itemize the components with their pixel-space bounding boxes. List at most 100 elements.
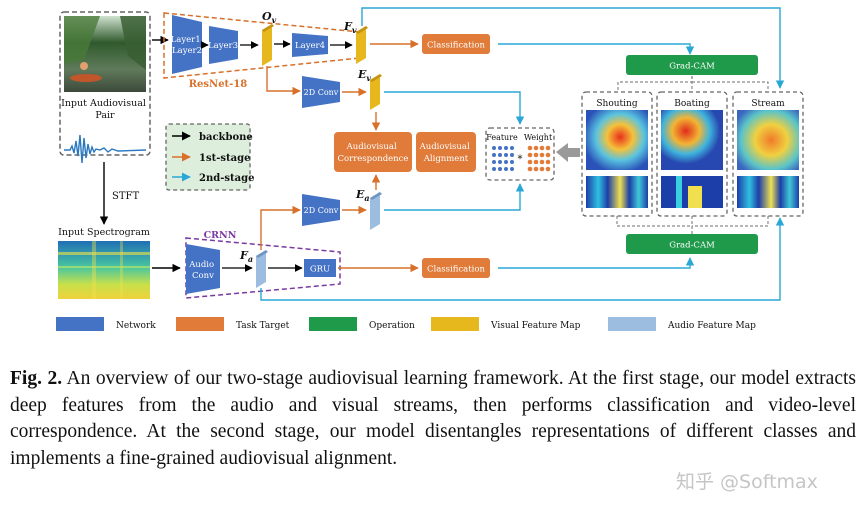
feature-weight-dots: [492, 145, 551, 172]
av-alignment-box: [416, 132, 476, 172]
layer3-block: [209, 26, 238, 64]
feature-dot: [498, 153, 502, 157]
layer1-layer2-block: [172, 15, 202, 74]
legend-backbone: backbone: [199, 132, 253, 143]
input-pair-frame: [59, 11, 151, 156]
feature-label: Feature: [486, 133, 518, 142]
stft-label: STFT: [112, 191, 139, 202]
feature-dot: [492, 160, 496, 164]
cam-class-shouting: Shouting: [596, 99, 637, 109]
av-alignment-label: Audiovisual Alignment: [419, 142, 473, 164]
cam-panel-stream: Stream: [732, 91, 804, 217]
classification-top-label: Classification: [427, 41, 485, 51]
classification-bottom-box: [422, 258, 490, 278]
weight-dot: [545, 152, 551, 158]
gradcam-bottom-box: [626, 234, 758, 254]
feature-dot: [504, 153, 508, 157]
classification-top-box: [422, 34, 490, 54]
framework-figure: Input Audiovisual Pair STFT Input Spectr…: [56, 7, 804, 331]
weight-dot: [533, 145, 539, 151]
gru-block: [304, 259, 336, 277]
caption-text: An overview of our two-stage audiovisual…: [10, 368, 856, 469]
gradcam-top-box: [626, 55, 758, 75]
input-spectrogram-label: Input Spectrogram: [58, 227, 150, 238]
feature-dot: [510, 167, 514, 171]
legend-task-swatch: [176, 317, 224, 331]
weight-dot: [545, 166, 551, 172]
legend-network-swatch: [56, 317, 104, 331]
cam-panel-boating: Boating: [656, 91, 728, 217]
feature-dot: [504, 167, 508, 171]
fv-feature-map: [356, 26, 366, 64]
ev-label: Ev: [357, 68, 371, 83]
av-correspondence-label: Audiovisual Correspondence: [338, 142, 409, 164]
weight-dot: [539, 152, 545, 158]
weight-label: Weight: [524, 133, 553, 142]
legend-network: Network: [116, 321, 156, 331]
fa-label: Fa: [239, 249, 253, 264]
visual-2dconv-block: [302, 76, 340, 108]
feature-weight-frame: [485, 127, 555, 181]
layer3-label: Layer3: [208, 41, 238, 51]
layer1-layer2-label: Layer1 Layer2: [171, 35, 204, 56]
feature-dot: [498, 160, 502, 164]
legend-operation-swatch: [309, 317, 357, 331]
weight-dot: [545, 145, 551, 151]
ov-label: Ov: [262, 10, 277, 25]
fv-label: Fv: [343, 20, 357, 35]
feature-dot: [498, 167, 502, 171]
visual-2dconv-label: 2D Conv: [304, 88, 339, 97]
layer4-label: Layer4: [295, 41, 325, 51]
resnet18-label: ResNet-18: [189, 79, 248, 90]
weight-dot: [527, 166, 533, 172]
legend-task-target: Task Target: [236, 321, 290, 331]
feature-weight-star: *: [518, 154, 523, 165]
caption-label: Fig. 2.: [10, 368, 63, 389]
ea-feature-map: [370, 192, 380, 230]
figure-caption: Fig. 2. An overview of our two-stage aud…: [10, 366, 856, 472]
grad-cam-feed-arrow: [556, 143, 580, 162]
weight-dot: [539, 145, 545, 151]
weight-dot: [533, 152, 539, 158]
legend-audio-feature-map: Audio Feature Map: [667, 321, 756, 331]
weight-dot: [527, 152, 533, 158]
layer4-block: [292, 33, 328, 57]
ov-feature-map: [262, 24, 272, 66]
classification-bottom-label: Classification: [427, 265, 485, 275]
av-correspondence-box: [334, 132, 412, 172]
weight-dot: [527, 145, 533, 151]
legend-visual-feature-map: Visual Feature Map: [490, 321, 581, 331]
weight-dot: [533, 159, 539, 165]
audio-conv-label: Audio Conv: [188, 260, 217, 281]
weight-dot: [539, 166, 545, 172]
feature-dot: [498, 146, 502, 150]
video-frame-image: [64, 16, 146, 92]
feature-dot: [492, 153, 496, 157]
legend-operation: Operation: [369, 321, 415, 331]
fa-feature-map: [256, 250, 266, 288]
cam-class-boating: Boating: [674, 99, 710, 109]
legend-audio-map-swatch: [608, 317, 656, 331]
legend-first-stage: 1st-stage: [199, 153, 250, 164]
weight-dot: [539, 159, 545, 165]
weight-dot: [527, 159, 533, 165]
audio-waveform: [64, 134, 147, 164]
ev-feature-map: [370, 74, 380, 110]
weight-dot: [545, 159, 551, 165]
feature-dot: [510, 146, 514, 150]
audio-2dconv-label: 2D Conv: [304, 206, 339, 215]
resnet18-frame: [163, 12, 361, 79]
input-pair-label: Input Audiovisual Pair: [61, 98, 149, 121]
audio-conv-block: [186, 244, 220, 294]
weight-dot: [533, 166, 539, 172]
feature-dot: [510, 153, 514, 157]
feature-dot: [510, 160, 514, 164]
cam-class-stream: Stream: [751, 99, 785, 109]
legend-visual-map-swatch: [431, 317, 479, 331]
feature-dot: [492, 167, 496, 171]
legend-second-stage: 2nd-stage: [199, 173, 254, 184]
crnn-label: CRNN: [204, 230, 237, 241]
framework-diagram: Input Audiovisual Pair STFT Input Spectr…: [56, 7, 804, 331]
watermark: 知乎 @Softmax: [676, 471, 818, 493]
cam-panel-shouting: Shouting: [581, 91, 653, 217]
